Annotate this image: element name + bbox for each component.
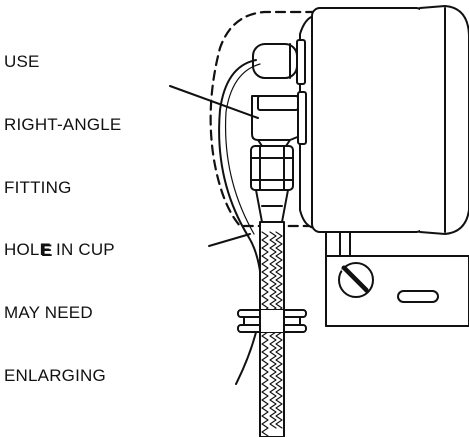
hole-callout-line-1: HOLE IN CUP xyxy=(4,240,115,259)
hole-callout: HOLE IN CUP MAY NEED ENLARGING xyxy=(4,197,115,407)
fitting-leader-line xyxy=(169,85,259,119)
hole-callout-line-2: MAY NEED xyxy=(4,303,93,322)
hole-leader-line xyxy=(208,233,251,247)
hole-callout-line-3: ENLARGING xyxy=(4,366,106,385)
fitting-callout-line-2: RIGHT-ANGLE xyxy=(4,115,122,134)
fitting-callout-line-1: USE xyxy=(4,52,40,71)
grommet xyxy=(237,309,307,333)
gauge-body xyxy=(311,7,425,233)
fitting-callout-line-3: FITTING xyxy=(4,178,72,197)
fitting-callout: USE RIGHT-ANGLE FITTING E xyxy=(4,9,121,282)
fitting-letter: E xyxy=(41,241,53,260)
bracket-screw xyxy=(338,262,374,298)
bracket-slot xyxy=(397,290,439,303)
gauge-cup-outline xyxy=(209,10,422,228)
hex-nut xyxy=(250,145,294,191)
